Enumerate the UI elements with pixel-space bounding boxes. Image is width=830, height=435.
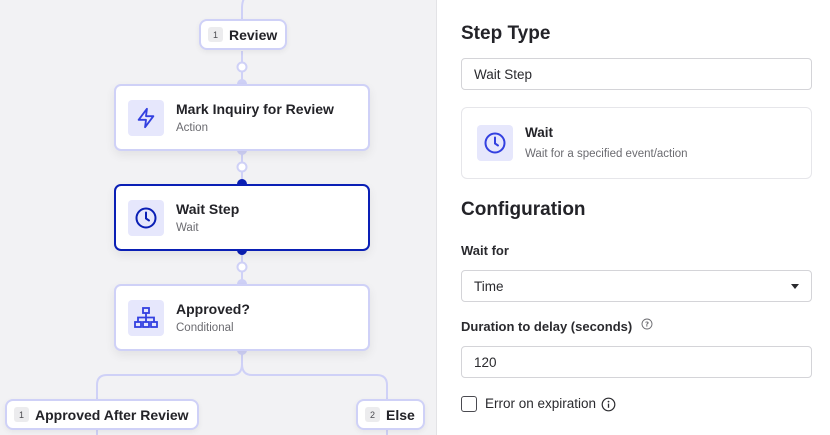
step-config-panel: Step Type Wait Step Wait Wait for a spec… (436, 0, 830, 435)
step-title: Approved? (176, 300, 250, 317)
duration-value: 120 (474, 354, 497, 370)
sitemap-icon (128, 299, 164, 336)
branch-label-text: Review (229, 26, 278, 43)
step-name-value: Wait Step (474, 66, 533, 82)
configuration-heading: Configuration (461, 199, 586, 220)
branch-label-text: Approved After Review (35, 406, 189, 423)
wait-for-select[interactable]: Time (461, 270, 812, 302)
error-on-expiration-label: Error on expiration (485, 396, 597, 411)
step-title: Mark Inquiry for Review (176, 100, 334, 117)
step-node-approved[interactable]: Approved? Conditional (114, 284, 370, 351)
branch-label-text: Else (386, 406, 415, 423)
branch-label-else[interactable]: 2 Else (356, 399, 425, 430)
lightning-icon (128, 99, 164, 136)
branch-label-approved-after-review[interactable]: 1 Approved After Review (5, 399, 199, 430)
wait-for-label-text: Wait for (461, 243, 509, 258)
type-card-title: Wait (525, 125, 553, 140)
step-type-card[interactable]: Wait Wait for a specified event/action (461, 107, 812, 179)
step-type-heading: Step Type (461, 23, 551, 44)
step-title: Wait Step (176, 200, 240, 217)
branch-number: 1 (14, 407, 29, 422)
branch-number: 2 (365, 407, 380, 422)
svg-text:?: ? (645, 320, 649, 328)
chevron-down-icon (791, 284, 799, 289)
error-on-expiration-checkbox[interactable] (461, 395, 477, 412)
clock-icon (128, 199, 164, 236)
duration-input[interactable]: 120 (461, 346, 812, 378)
duration-label: Duration to delay (seconds) ? (461, 318, 653, 334)
type-card-description: Wait for a specified event/action (525, 148, 688, 160)
step-node-wait-step[interactable]: Wait Step Wait (114, 184, 370, 251)
step-node-mark-inquiry[interactable]: Mark Inquiry for Review Action (114, 84, 370, 151)
step-subtitle: Conditional (176, 321, 234, 334)
step-subtitle: Action (176, 121, 208, 134)
wait-for-value: Time (474, 278, 504, 294)
branch-label-review[interactable]: 1 Review (199, 19, 288, 50)
clock-icon (477, 125, 513, 161)
workflow-canvas[interactable]: 1 Review Mark Inquiry for Review Action … (0, 0, 436, 435)
step-name-input[interactable]: Wait Step (461, 58, 812, 90)
branch-number: 1 (208, 27, 223, 42)
help-icon[interactable]: ? (641, 318, 653, 330)
info-icon[interactable] (601, 397, 616, 412)
duration-label-text: Duration to delay (seconds) (461, 319, 633, 334)
step-subtitle: Wait (176, 221, 199, 234)
wait-for-label: Wait for (461, 243, 509, 258)
error-on-expiration-row[interactable]: Error on expiration (461, 395, 616, 412)
